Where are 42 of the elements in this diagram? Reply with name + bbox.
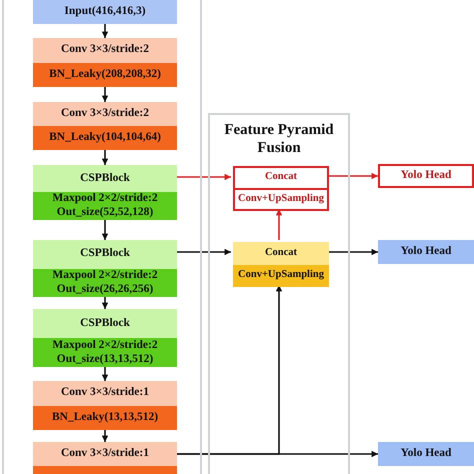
arrow xyxy=(177,248,231,256)
layer-detail: BN_Leaky(104,104,64) xyxy=(33,126,177,150)
layer-name: Input(416,416,3) xyxy=(33,0,177,24)
layer-box xyxy=(33,309,177,367)
arrow xyxy=(327,248,378,256)
layer-name: CSPBlock xyxy=(33,309,177,338)
layer-name: Conv 3×3/stride:2 xyxy=(33,102,177,126)
panel-title: Feature Pyramid Fusion xyxy=(223,121,335,158)
fusion-box xyxy=(233,242,329,287)
arrow xyxy=(102,297,108,309)
layer-box xyxy=(33,165,177,220)
layer-detail: Conv+UpSampling xyxy=(233,264,329,287)
arrow xyxy=(102,220,108,240)
layer-detail: BN_Leaky(208,208,32) xyxy=(33,62,177,87)
arrow xyxy=(177,450,378,458)
layer-name: Conv 3×3/stride:1 xyxy=(33,442,177,466)
layer-box xyxy=(33,381,177,430)
layer-detail: BN_Leaky(13,13,512) xyxy=(33,406,177,430)
layer-detail: Maxpool 2×2/stride:2 Out_size(26,26,256) xyxy=(33,268,177,297)
layer-name: Yolo Head xyxy=(378,240,474,264)
arrow xyxy=(102,150,108,165)
layer-name: Yolo Head xyxy=(378,442,474,466)
layer-name: Conv 3×3/stride:2 xyxy=(33,38,177,62)
layer-name: Concat xyxy=(233,242,329,264)
layer-box xyxy=(33,38,177,87)
layer-box xyxy=(33,240,177,297)
layer-detail: Maxpool 2×2/stride:2 Out_size(52,52,128) xyxy=(33,192,177,220)
arrow xyxy=(102,24,108,38)
arrow xyxy=(327,172,378,180)
arrow xyxy=(177,174,231,180)
layer-name: CSPBlock xyxy=(33,165,177,192)
layer-name: CSPBlock xyxy=(33,240,177,268)
fusion-panel xyxy=(208,113,350,474)
layer-detail: Maxpool 2×2/stride:2 Out_size(13,13,512) xyxy=(33,338,177,367)
layer-name: Conv 3×3/stride:1 xyxy=(33,381,177,406)
fusion-box xyxy=(233,166,329,211)
arrow xyxy=(276,209,282,240)
layer-box xyxy=(33,102,177,150)
layer-box xyxy=(33,442,177,474)
arrow xyxy=(102,367,108,381)
arrow xyxy=(102,87,108,102)
arrow xyxy=(102,430,108,442)
